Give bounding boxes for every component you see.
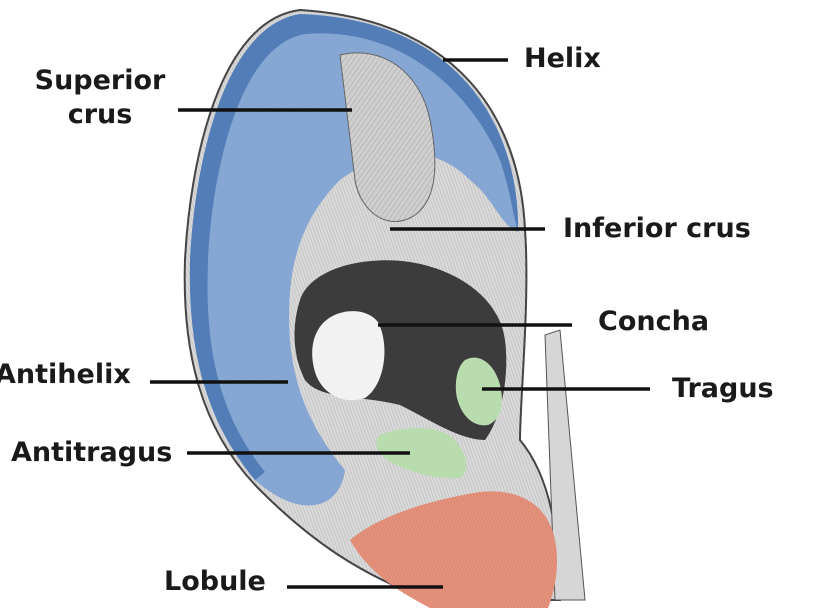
concha-label: Concha — [598, 305, 709, 339]
superior-crus-label-line2: crus — [30, 98, 170, 132]
antitragus-label: Antitragus — [11, 436, 172, 470]
superior-crus-label-line1: Superior — [30, 64, 170, 98]
lobule-label: Lobule — [164, 565, 266, 599]
antihelix-label: Antihelix — [0, 358, 131, 392]
inferior-crus-label: Inferior crus — [563, 212, 751, 246]
tragus-label: Tragus — [672, 372, 774, 406]
helix-label: Helix — [524, 42, 601, 76]
superior-crus-label: Superior crus — [30, 64, 170, 132]
